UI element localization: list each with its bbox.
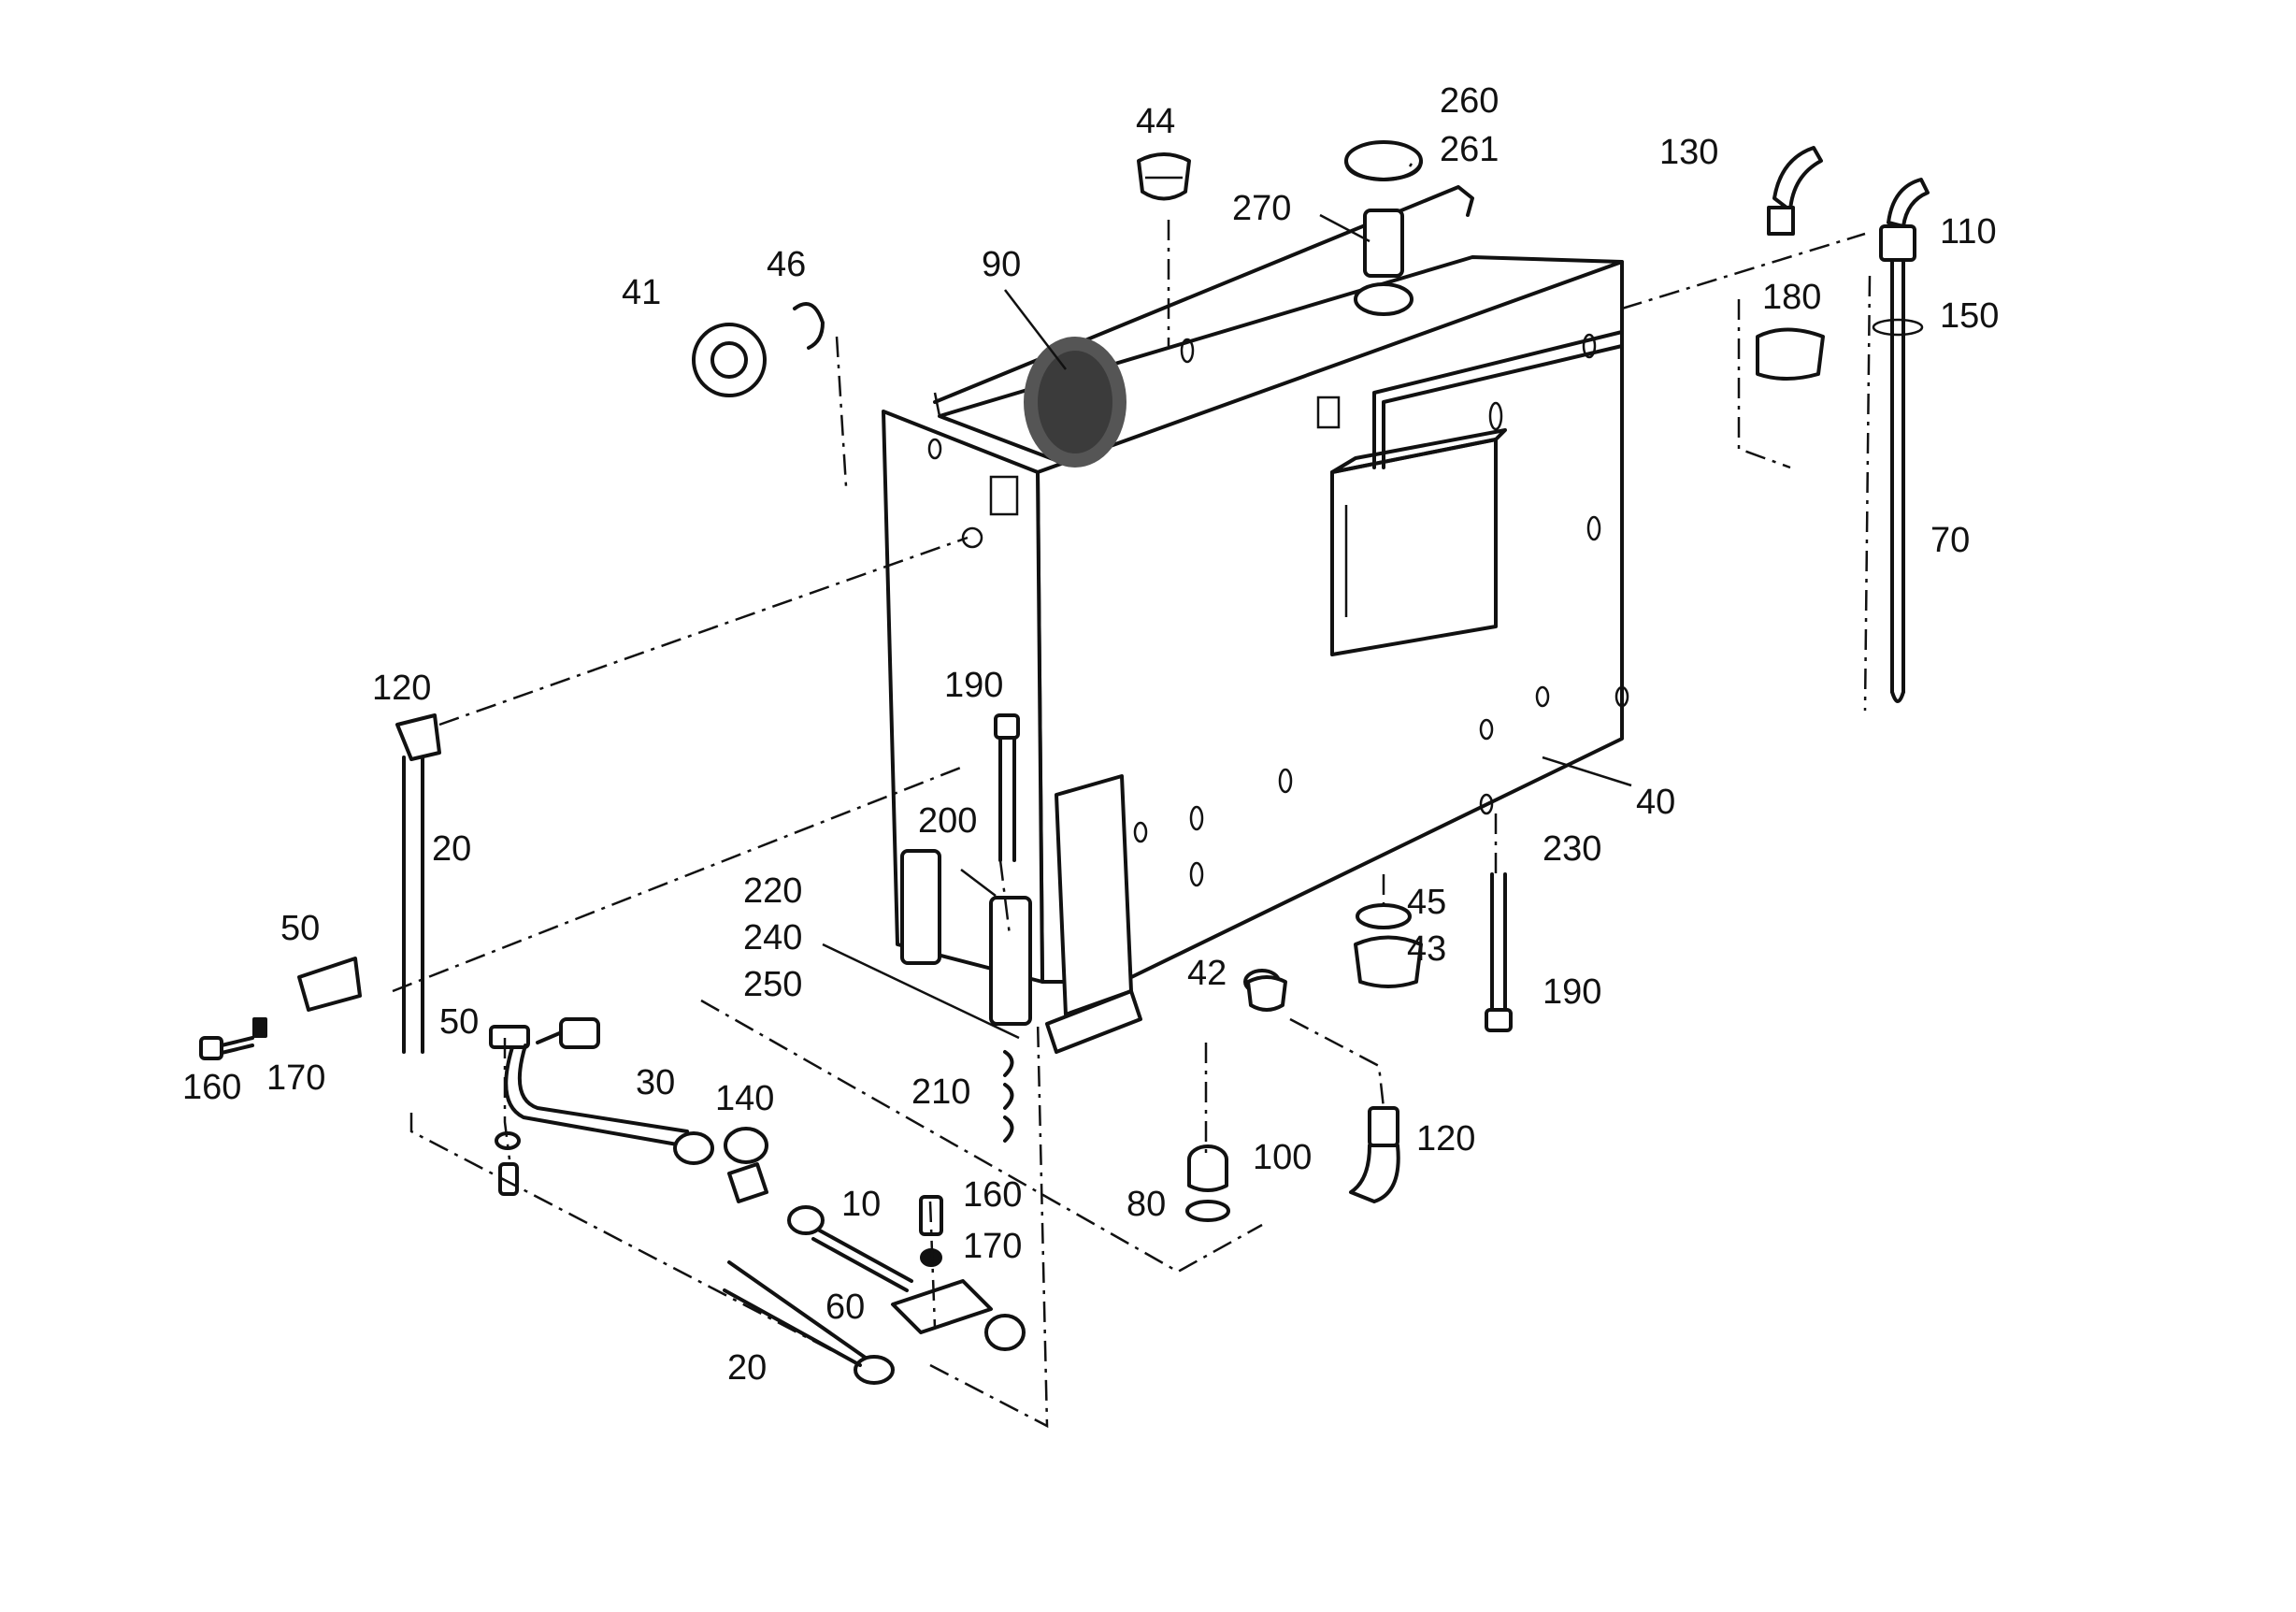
cap-44 xyxy=(1137,152,1191,201)
label-42: 42 xyxy=(1187,954,1227,993)
label-50-pipe: 50 xyxy=(439,1002,479,1042)
elbow-120-top xyxy=(395,713,441,1054)
label-210: 210 xyxy=(911,1072,970,1112)
label-261: 261 xyxy=(1440,130,1499,169)
label-30: 30 xyxy=(636,1063,675,1102)
label-170-center: 170 xyxy=(963,1227,1022,1266)
label-110: 110 xyxy=(1940,212,1997,252)
label-240: 240 xyxy=(743,918,802,957)
label-150: 150 xyxy=(1940,296,1999,336)
label-46: 46 xyxy=(767,245,806,284)
block-50-left xyxy=(297,957,362,1012)
label-200: 200 xyxy=(918,801,977,841)
label-160-center: 160 xyxy=(963,1175,1022,1215)
elbow-120-bottom xyxy=(1349,1106,1400,1203)
label-130: 130 xyxy=(1659,133,1718,172)
pipe-20-lower xyxy=(723,1288,862,1367)
label-44: 44 xyxy=(1136,102,1175,141)
label-160-left: 160 xyxy=(182,1068,241,1107)
label-100: 100 xyxy=(1253,1138,1312,1177)
label-60: 60 xyxy=(825,1288,865,1327)
ring-46 xyxy=(793,302,825,350)
label-260: 260 xyxy=(1440,81,1499,121)
label-70: 70 xyxy=(1930,521,1970,560)
label-120-bottom: 120 xyxy=(1416,1119,1475,1159)
assembly-center-lines xyxy=(392,220,1872,1429)
label-220: 220 xyxy=(743,871,802,911)
label-120-top: 120 xyxy=(372,669,431,708)
label-40: 40 xyxy=(1636,783,1675,822)
label-80: 80 xyxy=(1126,1185,1166,1224)
label-43: 43 xyxy=(1407,929,1446,969)
nut-41 xyxy=(692,323,767,397)
tank-body xyxy=(882,185,1629,1054)
plug-42 xyxy=(1246,975,1287,1012)
part-number-labels: 44 260 261 130 110 270 90 46 41 180 150 … xyxy=(182,81,1999,1388)
label-270: 270 xyxy=(1232,189,1291,228)
label-170-left: 170 xyxy=(266,1058,325,1098)
label-230: 230 xyxy=(1543,829,1601,869)
label-45: 45 xyxy=(1407,883,1446,922)
label-90: 90 xyxy=(982,245,1021,284)
plug-100-80 xyxy=(1185,1144,1230,1222)
label-140: 140 xyxy=(715,1079,774,1118)
label-250: 250 xyxy=(743,965,802,1004)
washer-and-pin-left xyxy=(495,1131,521,1196)
label-20-top: 20 xyxy=(432,829,471,869)
bolt-190-left xyxy=(994,713,1020,862)
label-41: 41 xyxy=(622,273,661,312)
foam-pad xyxy=(1024,337,1126,468)
label-10: 10 xyxy=(841,1185,881,1224)
label-180: 180 xyxy=(1762,278,1821,317)
leader-lines xyxy=(822,163,1632,1040)
hoses-220-250 xyxy=(1003,1050,1014,1143)
fitting-130 xyxy=(1767,146,1823,236)
bolt-160-170-left xyxy=(199,1017,267,1060)
dipstick-110-70 xyxy=(1872,178,1930,703)
label-50-left: 50 xyxy=(280,909,320,948)
label-20-bottom: 20 xyxy=(727,1348,767,1388)
plug-180 xyxy=(1756,327,1825,381)
cap-260-261 xyxy=(1344,140,1423,181)
bolt-190-right xyxy=(1485,872,1513,1032)
pipe-30-assembly xyxy=(489,1017,913,1385)
label-190-bottom: 190 xyxy=(1543,972,1601,1012)
label-190-top: 190 xyxy=(944,666,1003,705)
clamp-60 xyxy=(891,1195,1026,1351)
